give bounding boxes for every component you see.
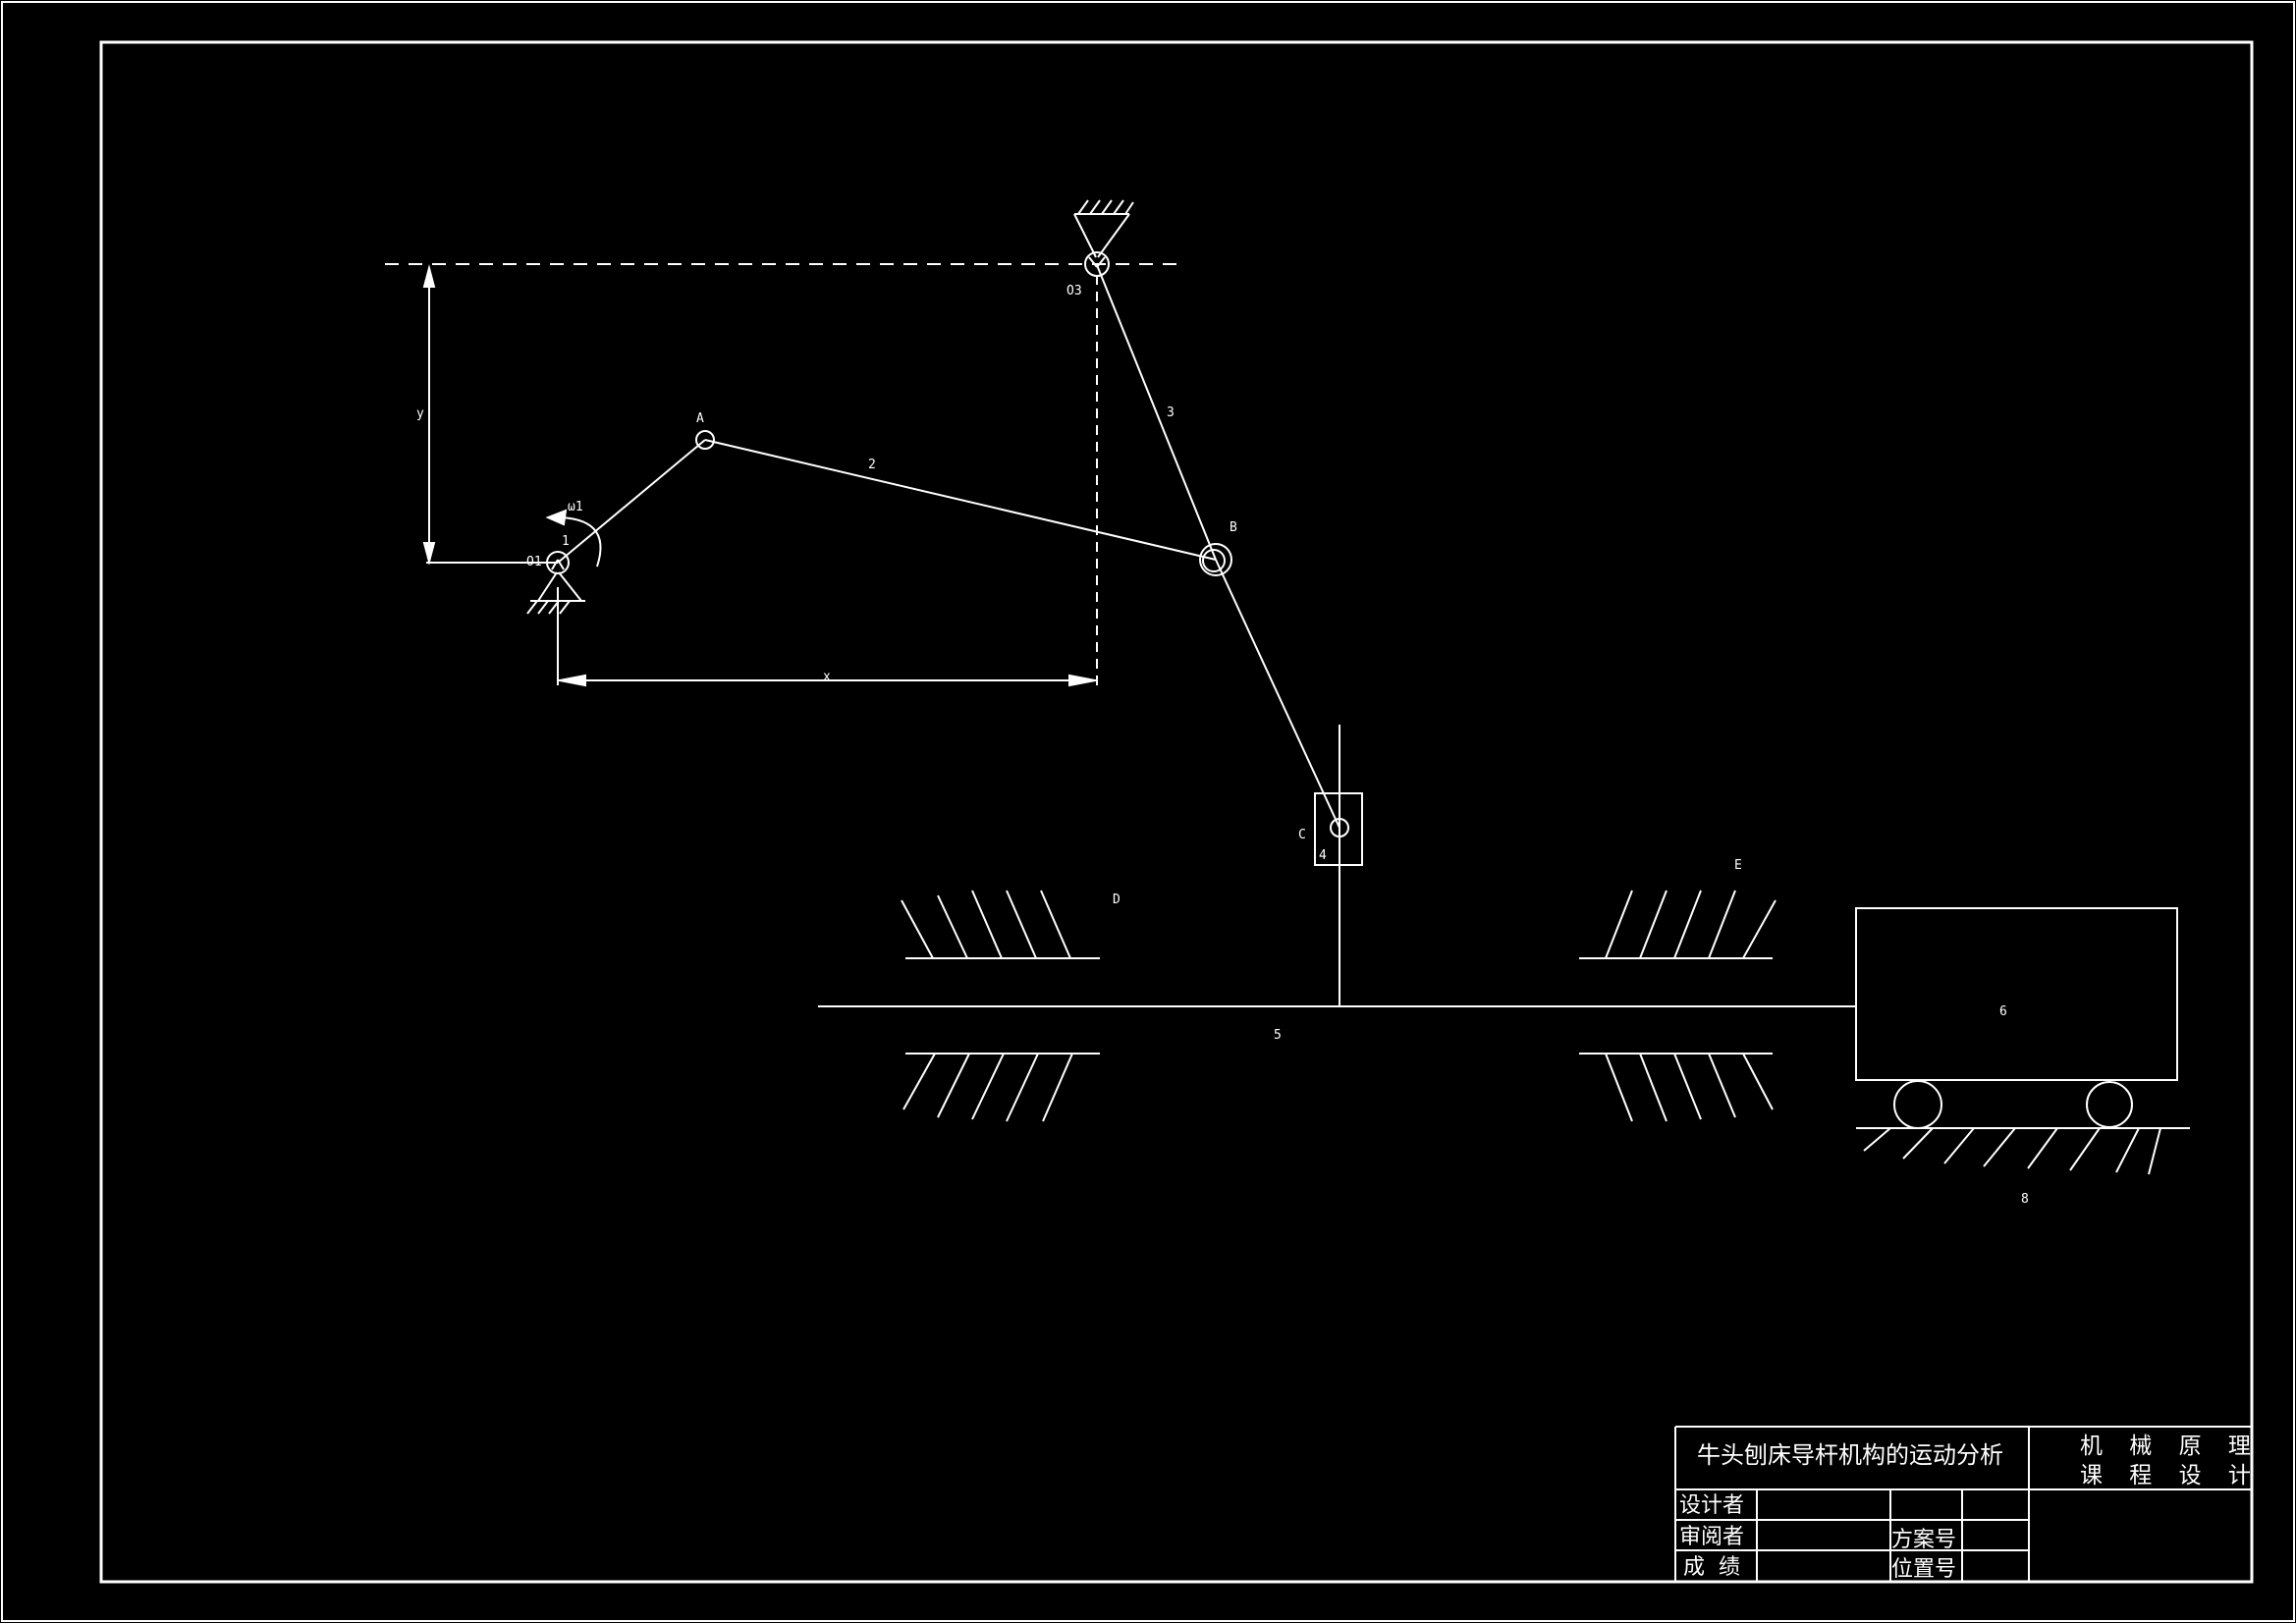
wheel-left	[1893, 1080, 1942, 1129]
title-block-position-no: 位置号	[1891, 1557, 1956, 1582]
label-link-3: 3	[1167, 406, 1175, 420]
label-d: D	[1113, 893, 1121, 907]
label-a: A	[696, 411, 704, 426]
label-ground-8: 8	[2021, 1192, 2029, 1207]
ground-support-o1	[526, 571, 585, 615]
dimension-y	[422, 264, 558, 566]
label-e: E	[1734, 858, 1742, 873]
guide-d-upper	[901, 890, 1100, 959]
joint-b-outer	[1199, 543, 1232, 576]
title-block-title: 牛头刨床导杆机构的运动分析	[1697, 1441, 2003, 1469]
label-ram-5: 5	[1274, 1028, 1282, 1043]
link-3-lower	[1215, 559, 1340, 829]
joint-a	[695, 430, 715, 450]
label-b: B	[1230, 520, 1237, 535]
title-block-grid	[1674, 1426, 2252, 1582]
guide-d-lower	[902, 1053, 1100, 1122]
title-block-grade: 成 绩	[1683, 1555, 1740, 1580]
label-o1: O1	[526, 555, 542, 569]
label-o3: O3	[1066, 284, 1082, 298]
label-omega: ω1	[568, 500, 583, 514]
joint-c	[1330, 818, 1349, 838]
link-2	[704, 439, 1217, 561]
title-block-designer: 设计者	[1679, 1493, 1744, 1518]
guide-e-upper	[1579, 890, 1777, 959]
link-1	[557, 439, 706, 564]
label-link-1: 1	[562, 534, 570, 549]
link-3-upper	[1096, 264, 1217, 561]
title-block-course-line1: 机 械 原 理	[2080, 1434, 2261, 1459]
joint-o1	[546, 551, 570, 574]
rotation-arrow-icon	[545, 509, 602, 568]
ground-support-o3	[1073, 199, 1134, 258]
label-c: C	[1298, 828, 1306, 842]
inner-frame	[99, 40, 2254, 1584]
label-dim-x: x	[823, 670, 831, 684]
slider-4	[1314, 792, 1363, 866]
label-slider-4: 4	[1319, 848, 1327, 863]
joint-b-inner	[1202, 549, 1226, 572]
title-block-reviewer: 审阅者	[1679, 1525, 1744, 1549]
title-block-course-line2: 课 程 设 计	[2080, 1463, 2261, 1488]
ground-8	[1856, 1127, 2190, 1175]
label-link-2: 2	[868, 458, 876, 472]
title-block-scheme-no: 方案号	[1891, 1528, 1956, 1552]
block-6	[1855, 907, 2178, 1081]
wheel-right	[2086, 1081, 2133, 1128]
label-block-6: 6	[1999, 1004, 2007, 1019]
guide-e-lower	[1579, 1053, 1774, 1122]
label-dim-y: y	[416, 406, 424, 421]
joint-o3	[1084, 251, 1110, 277]
